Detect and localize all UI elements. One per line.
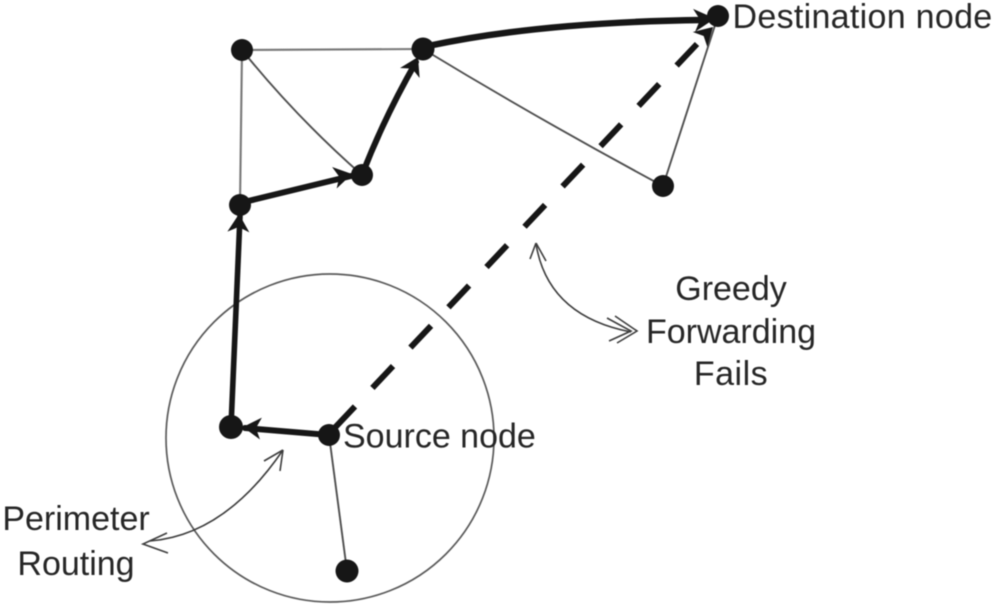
svg-text:Destination node: Destination node xyxy=(733,0,992,36)
svg-text:Fails: Fails xyxy=(694,355,768,393)
svg-text:Perimeter: Perimeter xyxy=(2,500,149,538)
svg-text:Greedy: Greedy xyxy=(675,270,787,308)
svg-text:Forwarding: Forwarding xyxy=(646,313,816,351)
svg-text:Source node: Source node xyxy=(343,418,536,456)
svg-text:Routing: Routing xyxy=(17,545,134,583)
